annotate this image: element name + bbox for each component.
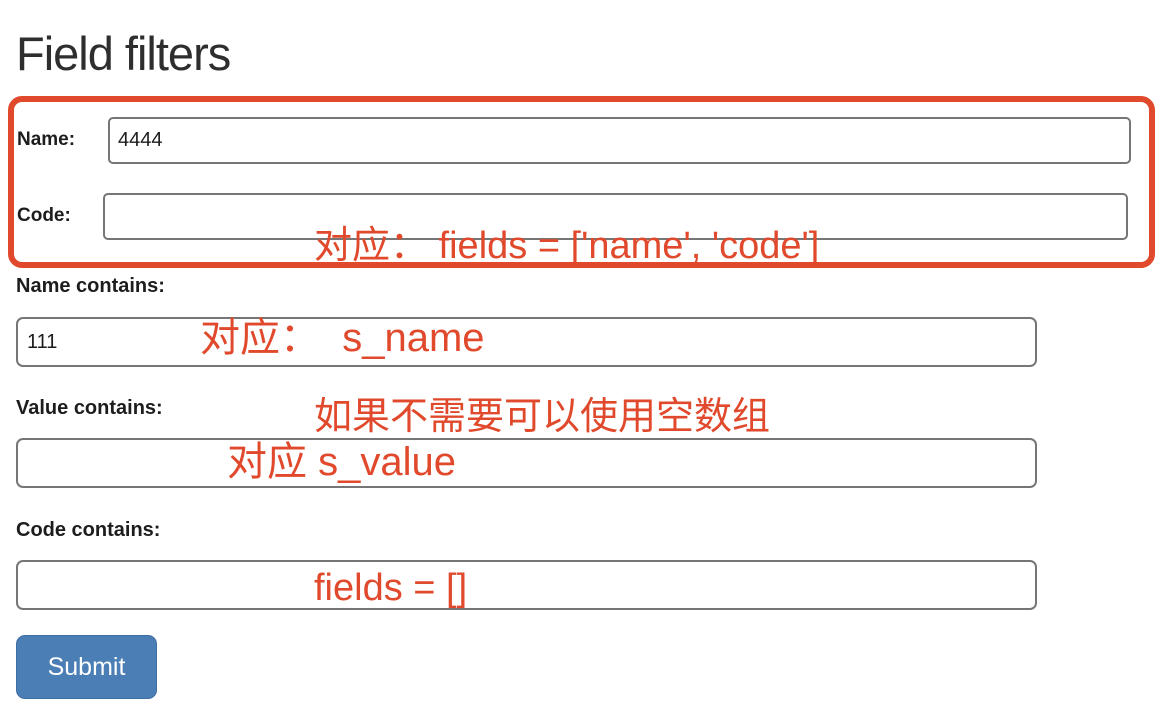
code-label: Code: — [17, 205, 71, 226]
code-input[interactable] — [103, 193, 1128, 240]
code-contains-label: Code contains: — [16, 519, 161, 541]
code-contains-input[interactable] — [16, 560, 1037, 610]
submit-button[interactable]: Submit — [16, 635, 157, 699]
value-contains-input[interactable] — [16, 438, 1037, 488]
name-contains-label: Name contains: — [16, 275, 165, 297]
page-title: Field filters — [16, 27, 231, 80]
name-label: Name: — [17, 129, 76, 150]
name-contains-input[interactable] — [16, 317, 1037, 367]
value-contains-label: Value contains: — [16, 397, 163, 419]
name-input[interactable] — [108, 117, 1131, 164]
